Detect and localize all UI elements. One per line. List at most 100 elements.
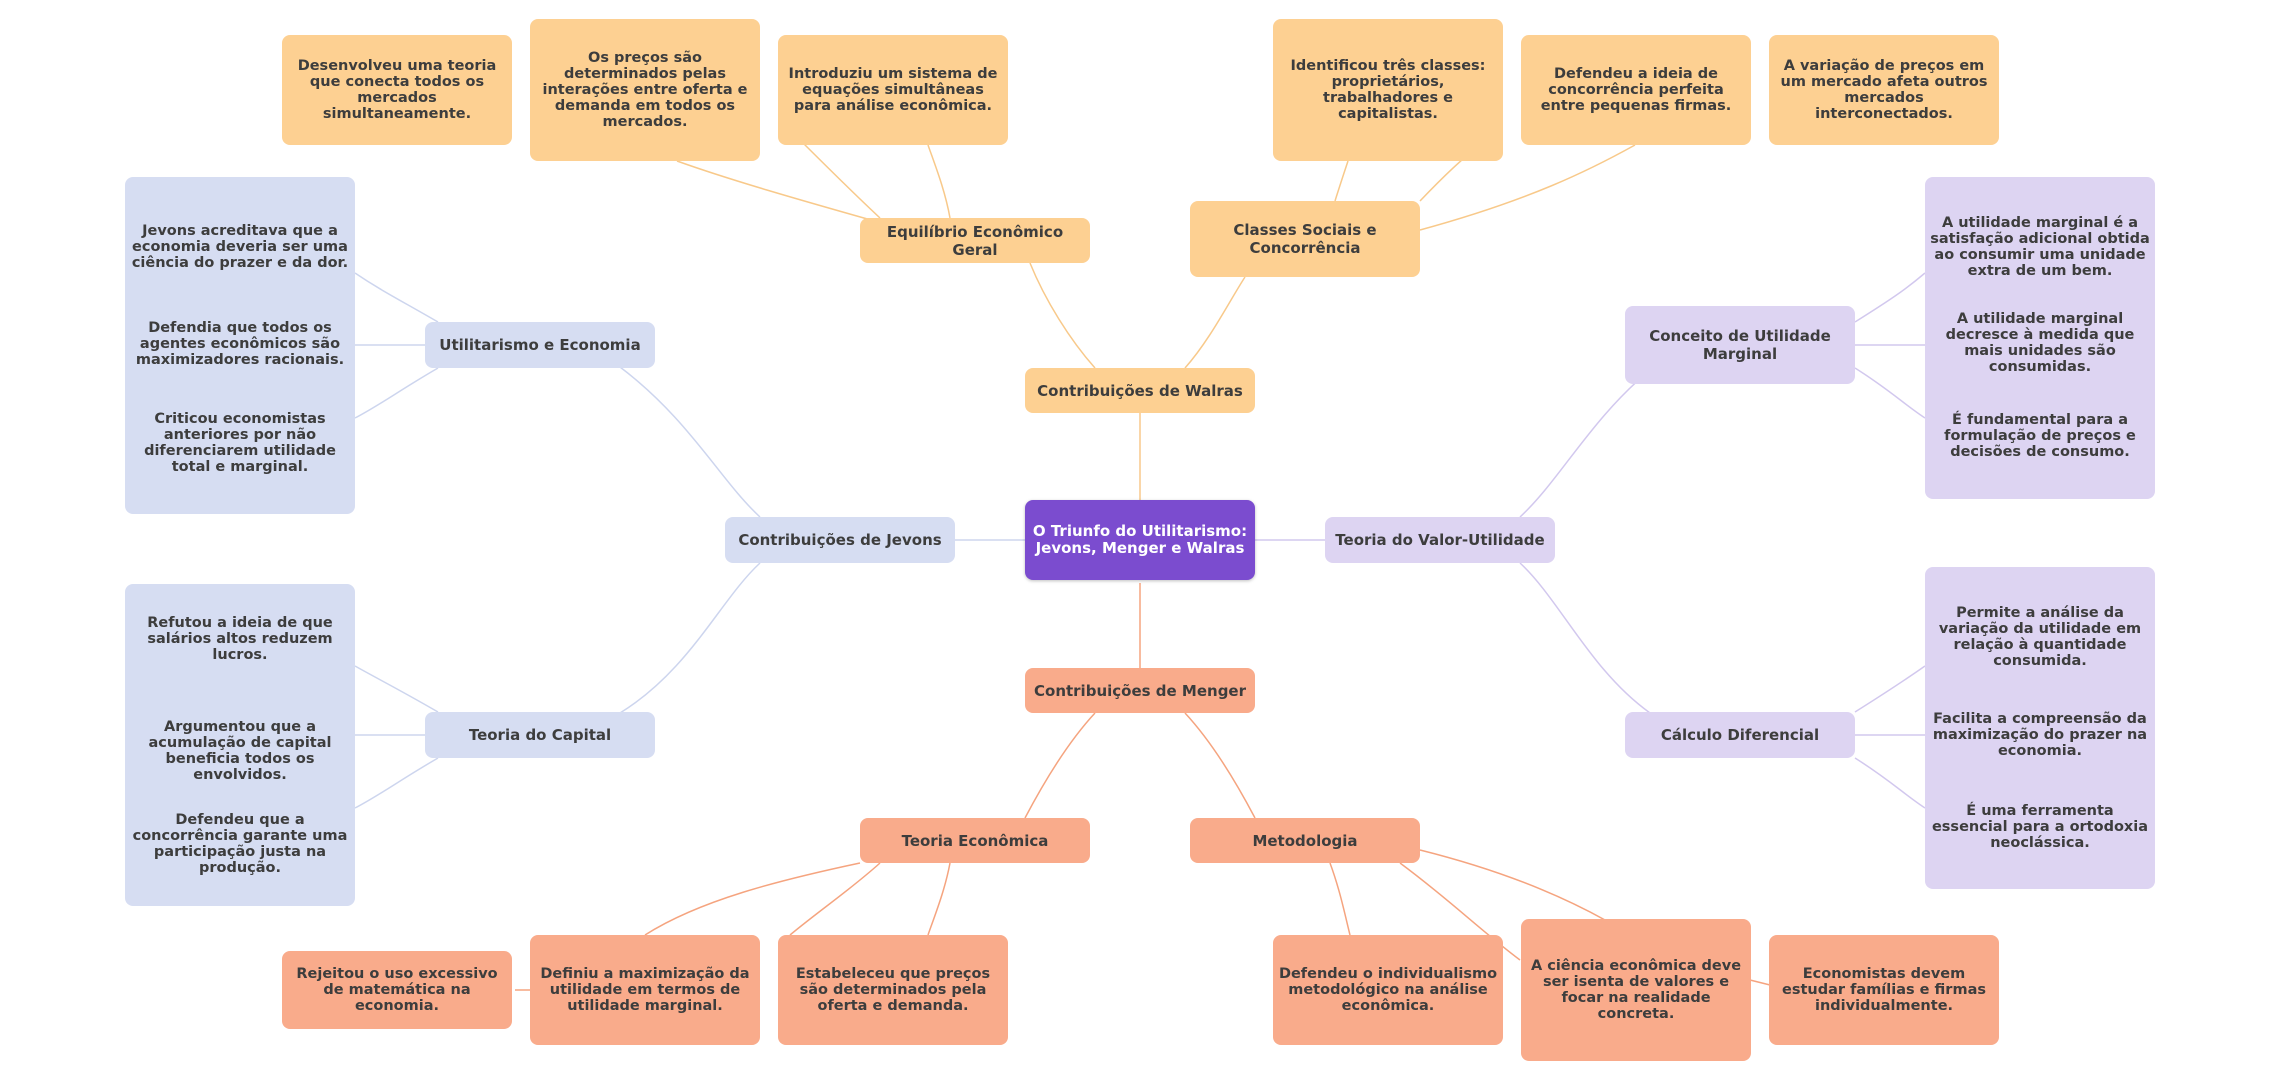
node-label: Contribuições de Walras <box>1037 381 1243 400</box>
leaf-conceito-1[interactable]: A utilidade marginal é a satisfação adic… <box>1925 177 2155 317</box>
link-classes-leaf3 <box>1419 144 1636 231</box>
leaf-text: Defendeu o individualismo metodológico n… <box>1278 966 1498 1014</box>
leaf-text: Jevons acreditava que a economia deveria… <box>131 223 349 271</box>
leaf-text: Identificou três classes: proprietários,… <box>1290 58 1486 122</box>
leaf-calculo-1[interactable]: Permite a análise da variação da utilida… <box>1925 567 2155 707</box>
node-conceito-utilidade-marginal[interactable]: Conceito de Utilidade Marginal <box>1625 306 1855 384</box>
leaf-equilibrio-2[interactable]: Os preços são determinados pelas interaç… <box>530 19 760 161</box>
link-metod-leaf4 <box>1749 979 1771 986</box>
node-teoria-economica[interactable]: Teoria Econômica <box>860 818 1090 863</box>
leaf-text: Defendia que todos os agentes econômicos… <box>135 320 345 368</box>
leaf-equilibrio-1[interactable]: Desenvolveu uma teoria que conecta todos… <box>282 35 512 145</box>
leaf-conceito-2[interactable]: A utilidade marginal decresce à medida q… <box>1925 303 2155 383</box>
leaf-text: Economistas devem estudar famílias e fir… <box>1782 966 1986 1014</box>
leaf-classes-3[interactable]: A variação de preços em um mercado afeta… <box>1769 35 1999 145</box>
root-label: O Triunfo do Utilitarismo: Jevons, Menge… <box>1032 522 1248 557</box>
link-conc-leaf3 <box>1854 367 1926 419</box>
leaf-utilitarismo-2[interactable]: Defendia que todos os agentes econômicos… <box>125 304 355 384</box>
leaf-text: Refutou a ideia de que salários altos re… <box>147 615 333 663</box>
link-classes-leaf1 <box>1334 160 1349 202</box>
node-calculo-diferencial[interactable]: Cálculo Diferencial <box>1625 712 1855 758</box>
leaf-equilibrio-3[interactable]: Introduziu um sistema de equações simult… <box>778 35 1008 145</box>
leaf-capital-1[interactable]: Refutou a ideia de que salários altos re… <box>125 584 355 694</box>
node-metodologia[interactable]: Metodologia <box>1190 818 1420 863</box>
link-metod-leaf1 <box>1329 862 1351 936</box>
link-conc-leaf1 <box>1854 272 1926 323</box>
leaf-text: A utilidade marginal decresce à medida q… <box>1945 311 2135 375</box>
link-cap-leaf3 <box>354 757 439 809</box>
leaf-metodologia-1[interactable]: Defendeu o individualismo metodológico n… <box>1273 935 1503 1045</box>
leaf-group-calculo: Permite a análise da variação da utilida… <box>1925 567 2155 889</box>
link-teoria-leaf2 <box>644 862 861 936</box>
link-menger-metodologia <box>1184 712 1256 819</box>
link-metod-leaf3 <box>1419 849 1606 921</box>
leaf-text: A ciência econômica deve ser isenta de v… <box>1530 958 1742 1022</box>
link-equilibrio-leaf1 <box>676 160 879 223</box>
leaf-calculo-3[interactable]: É uma ferramenta essencial para a ortodo… <box>1925 767 2155 887</box>
link-cap-leaf1 <box>354 665 439 713</box>
node-label: Equilíbrio Econômico Geral <box>886 222 1064 259</box>
leaf-metodologia-2[interactable]: A ciência econômica deve ser isenta de v… <box>1521 919 1751 1061</box>
leaf-calculo-2[interactable]: Facilita a compreensão da maximização do… <box>1925 695 2155 775</box>
leaf-text: Criticou economistas anteriores por não … <box>144 411 336 475</box>
leaf-text: A variação de preços em um mercado afeta… <box>1780 58 1988 122</box>
leaf-text: Rejeitou o uso excessivo de matemática n… <box>296 966 498 1014</box>
node-teoria-valor-utilidade[interactable]: Teoria do Valor-Utilidade <box>1325 517 1555 563</box>
node-contribuicoes-menger[interactable]: Contribuições de Menger <box>1025 668 1255 713</box>
link-calc-leaf3 <box>1854 757 1926 809</box>
leaf-utilitarismo-1[interactable]: Jevons acreditava que a economia deveria… <box>125 177 355 317</box>
leaf-utilitarismo-3[interactable]: Criticou economistas anteriores por não … <box>125 375 355 511</box>
leaf-text: Defendeu que a concorrência garante uma … <box>132 812 348 876</box>
leaf-teoria-1[interactable]: Rejeitou o uso excessivo de matemática n… <box>282 951 512 1029</box>
node-label: Contribuições de Jevons <box>738 531 942 549</box>
leaf-teoria-2[interactable]: Definiu a maximização da utilidade em te… <box>530 935 760 1045</box>
leaf-text: Permite a análise da variação da utilida… <box>1938 605 2142 669</box>
node-equilibrio-economico-geral[interactable]: Equilíbrio Econômico Geral <box>860 218 1090 263</box>
node-classes-sociais[interactable]: Classes Sociais e Concorrência <box>1190 201 1420 277</box>
leaf-text: É uma ferramenta essencial para a ortodo… <box>1931 803 2149 851</box>
leaf-text: Facilita a compreensão da maximização do… <box>1932 711 2148 759</box>
leaf-capital-3[interactable]: Defendeu que a concorrência garante uma … <box>125 784 355 904</box>
node-contribuicoes-walras[interactable]: Contribuições de Walras <box>1025 368 1255 413</box>
node-teoria-capital[interactable]: Teoria do Capital <box>425 712 655 758</box>
root-node[interactable]: O Triunfo do Utilitarismo: Jevons, Menge… <box>1025 500 1255 580</box>
leaf-text: Estabeleceu que preços são determinados … <box>795 966 991 1014</box>
node-label: Classes Sociais e Concorrência <box>1233 221 1377 257</box>
leaf-text: Desenvolveu uma teoria que conecta todos… <box>297 58 497 122</box>
leaf-classes-2[interactable]: Defendeu a ideia de concorrência perfeit… <box>1521 35 1751 145</box>
leaf-metodologia-3[interactable]: Economistas devem estudar famílias e fir… <box>1769 935 1999 1045</box>
link-valor-conceito <box>1519 369 1651 518</box>
link-jevons-capital <box>619 562 761 714</box>
link-walras-equilibrio <box>1029 262 1096 369</box>
link-teoria-leaf3 <box>789 862 881 936</box>
node-label: Contribuições de Menger <box>1034 681 1246 700</box>
link-util-leaf3 <box>354 367 439 419</box>
leaf-classes-1[interactable]: Identificou três classes: proprietários,… <box>1273 19 1503 161</box>
node-label: Cálculo Diferencial <box>1660 726 1820 744</box>
link-walras-classes <box>1184 276 1246 369</box>
link-equilibrio-leaf3 <box>927 144 951 219</box>
node-label: Conceito de Utilidade Marginal <box>1649 327 1831 363</box>
leaf-teoria-3[interactable]: Estabeleceu que preços são determinados … <box>778 935 1008 1045</box>
node-label: Teoria do Valor-Utilidade <box>1335 531 1545 549</box>
node-contribuicoes-jevons[interactable]: Contribuições de Jevons <box>725 517 955 563</box>
link-util-leaf1 <box>354 272 439 323</box>
link-calc-leaf1 <box>1854 665 1926 713</box>
node-label: Utilitarismo e Economia <box>439 336 641 354</box>
node-label: Teoria Econômica <box>901 831 1049 850</box>
leaf-text: A utilidade marginal é a satisfação adic… <box>1930 215 2150 279</box>
leaf-text: Definiu a maximização da utilidade em te… <box>540 966 750 1014</box>
leaf-group-conceito: A utilidade marginal é a satisfação adic… <box>1925 177 2155 499</box>
leaf-text: É fundamental para a formulação de preço… <box>1944 412 2136 460</box>
link-valor-calculo <box>1519 562 1651 714</box>
node-utilitarismo-economia[interactable]: Utilitarismo e Economia <box>425 322 655 368</box>
link-jevons-utilitarismo <box>619 366 761 518</box>
leaf-text: Defendeu a ideia de concorrência perfeit… <box>1540 66 1732 114</box>
leaf-group-utilitarismo: Jevons acreditava que a economia deveria… <box>125 177 355 514</box>
link-menger-teoria <box>1024 712 1096 819</box>
leaf-capital-2[interactable]: Argumentou que a acumulação de capital b… <box>125 699 355 781</box>
leaf-text: Argumentou que a acumulação de capital b… <box>148 719 332 781</box>
node-label: Teoria do Capital <box>468 726 612 744</box>
leaf-conceito-3[interactable]: É fundamental para a formulação de preço… <box>1925 377 2155 495</box>
